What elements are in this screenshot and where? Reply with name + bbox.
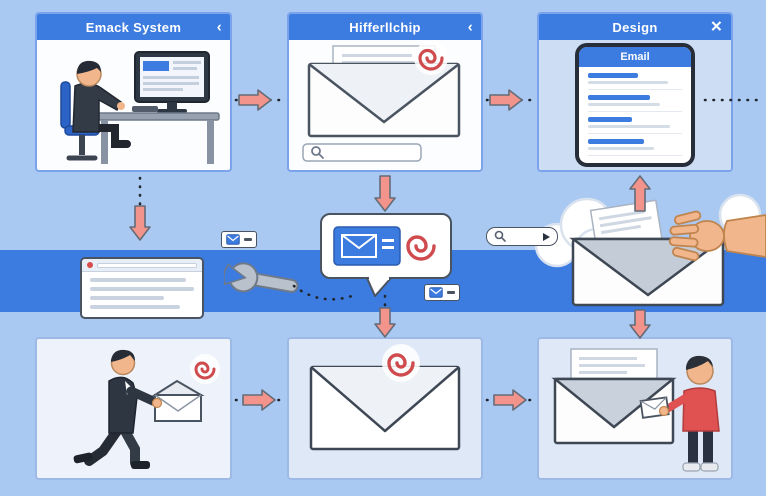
envelope — [307, 62, 461, 138]
walking-courier-illustration — [73, 349, 220, 469]
dash-icon — [447, 291, 455, 294]
close-icon[interactable]: ✕ — [710, 18, 723, 36]
search-icon — [494, 230, 506, 242]
phone-list-item[interactable] — [588, 95, 682, 112]
browser-content — [82, 272, 202, 317]
spiral-decoration — [190, 354, 220, 384]
panel-email-system-titlebar: Emack System ‹ — [37, 14, 230, 40]
arrow-right-icon — [489, 89, 523, 111]
panel-title: Design — [612, 19, 658, 35]
phone-list-item[interactable] — [588, 73, 682, 90]
boy-with-letter — [639, 355, 720, 472]
arrow-right-icon — [238, 89, 272, 111]
arrow-right-icon — [493, 389, 527, 411]
panel-design-titlebar: Design ✕ — [539, 14, 731, 40]
bubble-tail — [366, 277, 392, 297]
panel-title: Emack System — [85, 19, 182, 35]
email-alert-illustration — [333, 226, 436, 266]
browser-window — [80, 257, 204, 319]
phone-screen: Email — [579, 47, 691, 163]
phone-app-header: Email — [579, 47, 691, 67]
dash-icon — [244, 238, 252, 241]
smartphone: Email — [575, 43, 695, 167]
panel-email-system: Emack System ‹ — [35, 12, 232, 172]
panel-hifferllchip-body — [289, 40, 481, 170]
email-tag-chip — [424, 284, 460, 301]
panel-sealed-envelope — [287, 337, 483, 480]
panel-title: Hifferllchip — [349, 19, 421, 35]
search-pill[interactable] — [486, 227, 558, 246]
panel-design-body: Email — [539, 40, 731, 170]
desktop-monitor — [134, 51, 210, 113]
browser-titlebar — [82, 259, 202, 272]
recipient-illustration — [551, 348, 720, 472]
panel-email-system-body — [37, 40, 230, 170]
walking-person — [73, 349, 158, 469]
panel-hifferllchip: Hifferllchip ‹ — [287, 12, 483, 172]
cursor-arrow-icon — [543, 232, 550, 241]
panel-recipient — [537, 337, 733, 480]
person-at-desk-illustration — [60, 51, 220, 164]
phone-app-title: Email — [620, 51, 650, 63]
spiral-decoration — [382, 344, 420, 382]
envelope-with-search-illustration — [302, 41, 461, 162]
wrench-icon — [224, 262, 299, 293]
address-bar[interactable] — [97, 262, 197, 268]
panel-courier-delivery — [35, 337, 232, 480]
envelope-icon — [429, 287, 443, 298]
sealed-envelope — [309, 365, 461, 451]
envelope-icon — [226, 234, 240, 245]
hand-grabbing-envelope-illustration — [535, 193, 766, 307]
arrow-right-icon — [242, 389, 276, 411]
seated-person — [72, 60, 131, 148]
spiral-decoration — [414, 41, 448, 75]
phone-email-list — [579, 67, 691, 161]
arrow-down-icon — [374, 175, 396, 212]
phone-list-item[interactable] — [588, 139, 682, 156]
panel-hifferllchip-titlebar: Hifferllchip ‹ — [289, 14, 481, 40]
arrow-down-icon — [374, 307, 396, 338]
spiral-decoration — [406, 235, 436, 261]
sealed-envelope-illustration — [309, 344, 461, 451]
email-tag-chip — [221, 231, 257, 248]
email-banner — [333, 226, 401, 266]
back-chevron-icon[interactable]: ‹ — [216, 18, 222, 36]
notification-bubble — [320, 213, 452, 279]
back-chevron-icon[interactable]: ‹ — [467, 18, 473, 36]
held-envelope — [151, 379, 205, 422]
search-icon — [311, 146, 324, 159]
window-dot-icon — [87, 262, 93, 268]
phone-list-item[interactable] — [588, 117, 682, 134]
panel-design: Design ✕ Email — [537, 12, 733, 172]
search-bar[interactable] — [302, 143, 422, 162]
arrow-down-icon — [129, 205, 151, 241]
grabbing-hand — [668, 210, 766, 262]
